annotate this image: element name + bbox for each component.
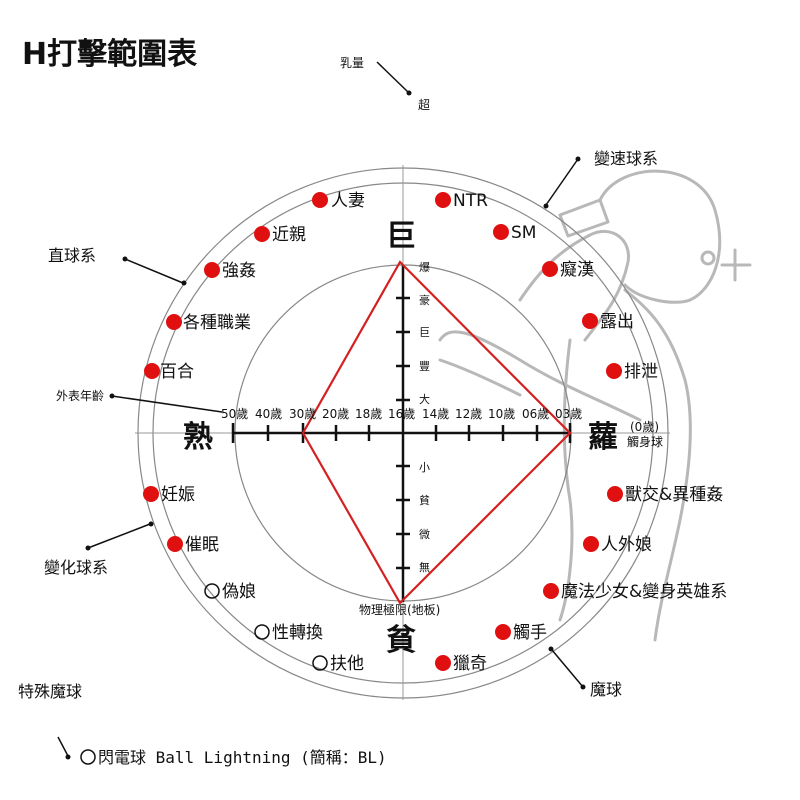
age-tick: 40歲 [255,407,282,421]
breast-size-label: 乳量 [340,56,364,70]
pole-left: 熟 [183,420,213,455]
page-title: H打擊範圍表 [22,37,197,72]
category-label: 排泄 [624,362,658,382]
category-label: 百合 [160,362,194,382]
batter-sketch [438,169,752,642]
special-magic-dot [65,754,71,760]
age-tick: 30歲 [289,407,316,421]
pole-right: 蘿 [588,420,618,455]
age-tick: 12歲 [455,407,482,421]
straight-series-dot-end [181,280,187,286]
age-tick: 50歲 [221,407,248,421]
hit-mark-icon [167,536,183,552]
category-labels: 人妻 NTR 近親 SM 強姦 癡漢 各種職業 露出 百合 排泄 妊娠 獸交&異… [143,191,727,674]
hit-mark-icon [312,192,328,208]
category-label: 獵奇 [453,654,487,674]
age-tick: 10歲 [488,407,515,421]
hit-mark-icon [607,486,623,502]
hit-mark-icon [254,226,270,242]
magic-ball-label: 魔球 [590,680,622,699]
special-magic-label: 特殊魔球 [18,682,82,701]
straight-series-leader [124,258,184,284]
size-tick: 大 [419,392,430,406]
hit-mark-icon [543,583,559,599]
age-tick: 20歲 [322,407,349,421]
category-label: 強姦 [222,261,256,281]
changeup-series-dot-end [148,521,154,527]
category-label: 魔法少女&變身英雄系 [561,582,727,602]
magic-ball-dot-end [548,646,554,652]
category-label: 妊娠 [161,485,195,505]
category-label: 癡漢 [560,260,594,280]
age-tick: 06歲 [522,407,549,421]
hit-mark-icon [166,314,182,330]
miss-mark-icon [80,749,96,765]
category-label: 扶他 [330,654,364,674]
category-label: 露出 [600,312,634,332]
breast-size-sub: 超 [418,97,430,112]
category-label: 獸交&異種姦 [625,485,723,505]
category-label: NTR [453,191,488,211]
category-label: SM [511,223,536,243]
special-magic-leader [57,736,69,757]
hit-mark-icon [143,486,159,502]
category-label: 觸手 [513,623,547,643]
apparent-age-label: 外表年齡 [56,389,104,403]
straight-series-label: 直球系 [48,246,96,265]
pole-bottom-sub: 物理極限(地板) [359,602,440,617]
size-tick: 微 [419,527,430,541]
magic-ball-leader [551,649,584,688]
age-tick: 18歲 [355,407,382,421]
changeup-series-label: 變化球系 [44,558,108,577]
miss-mark-icon [312,655,328,671]
vertical-ticks [396,296,410,570]
category-label: 人妻 [331,191,365,211]
pole-bottom: 貧 [386,623,416,658]
fastball-series-dot-end [543,203,549,209]
age-tick: 03歲 [555,407,582,421]
apparent-age-leader [111,395,223,413]
size-tick: 爆 [419,260,430,274]
pole-top: 巨 [386,219,416,254]
size-tick-labels: 爆 豪 巨 豐 大 小 貧 微 無 [419,260,430,574]
hit-mark-icon [495,624,511,640]
fastball-series-label: 變速球系 [594,149,658,168]
footer-label: 閃電球 Ball Lightning (簡稱：BL) [98,748,387,767]
pole-right-sub: 觸身球 [627,434,663,449]
size-tick: 貧 [419,494,430,507]
category-label: 性轉換 [272,623,323,643]
hit-mark-icon [582,313,598,329]
hit-mark-icon [435,655,451,671]
size-tick: 豪 [419,293,430,307]
miss-mark-icon [204,583,220,599]
hit-mark-icon [493,224,509,240]
hit-mark-icon [435,192,451,208]
pole-right-age: (0歲) [630,420,659,434]
fastball-series-leader [545,158,579,206]
size-tick: 無 [419,560,430,574]
breast-size-dot [406,90,412,96]
size-tick: 巨 [419,326,430,339]
age-tick: 14歲 [422,407,449,421]
hit-range-polygon [301,260,572,605]
category-label: 偽娘 [222,582,256,602]
age-tick-labels: 50歲 40歲 30歲 20歲 18歲 16歲 14歲 12歲 10歲 06歲 … [221,407,582,421]
miss-mark-icon [254,624,270,640]
breast-size-leader [376,61,409,93]
category-label: 近親 [272,225,306,245]
category-label: 催眠 [185,535,219,555]
hit-mark-icon [542,261,558,277]
age-tick: 16歲 [388,407,415,421]
size-tick: 豐 [419,360,430,373]
hit-mark-icon [204,262,220,278]
hit-mark-icon [606,363,622,379]
hit-mark-icon [583,536,599,552]
size-tick: 小 [419,461,430,474]
hit-mark-icon [144,363,160,379]
category-label: 各種職業 [183,313,251,333]
changeup-series-leader [87,523,151,549]
category-label: 人外娘 [601,535,652,555]
